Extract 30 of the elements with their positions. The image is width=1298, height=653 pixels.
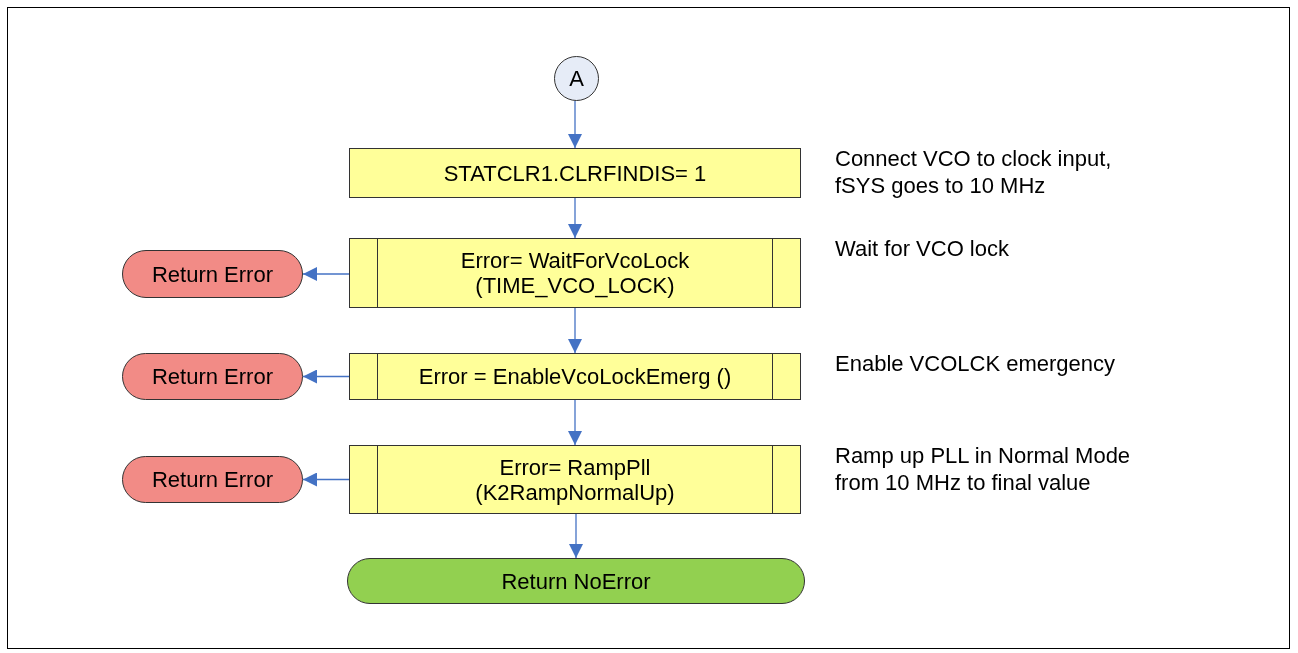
arrow <box>302 369 350 384</box>
node-label: Return Error <box>151 467 273 492</box>
node-label: Error= WaitForVcoLock (TIME_VCO_LOCK) <box>459 248 691 298</box>
terminal <box>122 456 303 503</box>
node-label: Return Error <box>151 364 273 389</box>
node-label: Error = EnableVcoLockEmerg () <box>418 364 732 389</box>
note-text: Connect VCO to clock input, fSYS goes to 10 MHz <box>835 145 1113 199</box>
note-text: Ramp up PLL in Normal Mode from 10 MHz to final value <box>835 442 1132 496</box>
arrow <box>568 307 582 354</box>
subprocess-box <box>349 353 801 400</box>
node-label: STATCLR1.CLRFINDIS= 1 <box>443 160 707 186</box>
note-text: Enable VCOLCK emergency <box>835 350 1117 377</box>
arrow <box>569 513 583 559</box>
node-label: Error= RampPll (K2RampNormalUp) <box>474 454 676 505</box>
terminal <box>122 353 303 400</box>
terminal <box>122 250 303 298</box>
arrow <box>302 267 350 281</box>
connector-circle <box>554 56 599 101</box>
node-label: A <box>569 66 584 91</box>
terminal <box>347 558 805 604</box>
node-label: Return Error <box>151 261 273 287</box>
node-label: Return NoError <box>501 568 651 594</box>
arrow <box>302 472 350 487</box>
subprocess-box <box>349 445 801 514</box>
process-box <box>349 148 801 198</box>
subprocess-box <box>349 238 801 308</box>
arrow <box>568 399 582 446</box>
note-text: Wait for VCO lock <box>835 235 1010 262</box>
arrow <box>568 100 582 149</box>
arrow <box>568 197 582 239</box>
